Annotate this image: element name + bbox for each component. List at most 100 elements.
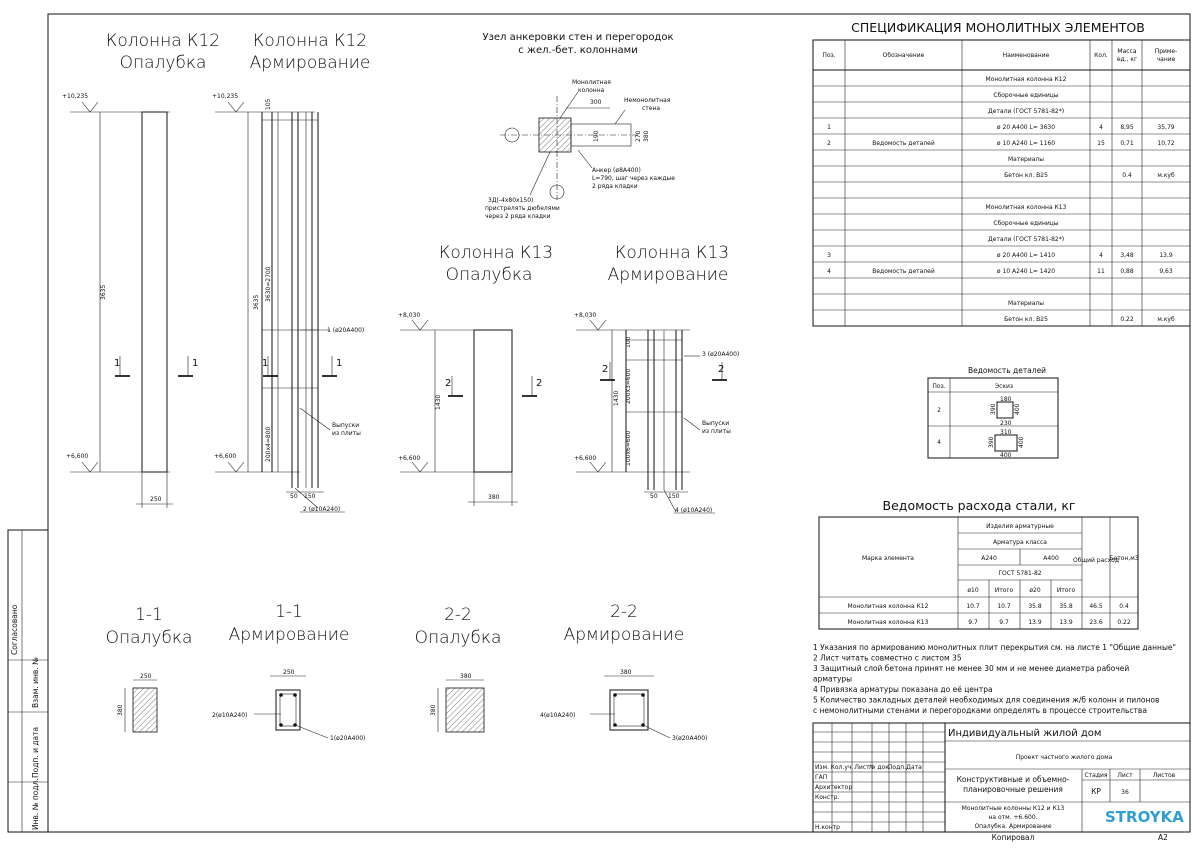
details-title: Ведомость деталей <box>968 366 1046 375</box>
svg-text:STROYKA: STROYKA <box>1105 808 1184 826</box>
svg-text:180: 180 <box>1000 396 1012 403</box>
svg-text:1: 1 <box>192 358 198 369</box>
spec-cell: 0,88 <box>1120 268 1134 275</box>
stamp-sheet: 36 <box>1121 789 1129 796</box>
side-sign-date: Подп. и дата <box>31 727 40 778</box>
note-line: 3 Защитный слой бетона принят не менее 3… <box>813 664 1129 673</box>
spec-header-3: Кол. <box>1094 52 1108 59</box>
k12-formwork-title-2: Опалубка <box>120 53 207 73</box>
steel-cell: 9.7 <box>968 619 978 626</box>
spec-cell: ø 20 A400 L= 1410 <box>997 252 1055 259</box>
note-line: 5 Количество закладных деталей необходим… <box>813 696 1159 705</box>
spec-cell: 13,9 <box>1159 252 1173 259</box>
svg-text:50: 50 <box>650 493 658 500</box>
svg-text:100x6=600: 100x6=600 <box>625 431 632 466</box>
svg-text:310: 310 <box>1000 429 1012 436</box>
svg-text:ГОСТ 5781-82: ГОСТ 5781-82 <box>998 570 1041 577</box>
node-title-2: с жел.-бет. колоннами <box>518 45 637 56</box>
spec-cell: ø 10 A240 L= 1160 <box>997 140 1055 147</box>
svg-text:Армирование: Армирование <box>564 625 685 645</box>
spec-header-2: Наименование <box>1003 52 1050 59</box>
spec-cell: Сборочные единицы <box>993 220 1058 227</box>
svg-text:Изделия арматурные: Изделия арматурные <box>986 523 1054 530</box>
svg-text:2: 2 <box>536 378 542 389</box>
svg-text:Опалубка: Опалубка <box>106 628 193 648</box>
svg-text:200x3=600: 200x3=600 <box>625 369 632 404</box>
spec-title: СПЕЦИФИКАЦИЯ МОНОЛИТНЫХ ЭЛЕМЕНТОВ <box>851 20 1145 35</box>
spec-cell: м.куб <box>1157 316 1175 323</box>
svg-text:Анкер (ø8A400): Анкер (ø8A400) <box>592 167 641 174</box>
stamp-col-header: Изм. <box>815 764 829 771</box>
stamp-role: ГАП <box>815 774 827 781</box>
k12-lvl-top: +10,235 <box>62 93 88 100</box>
svg-text:230: 230 <box>1000 420 1012 427</box>
spec-cell: Ведомость деталей <box>872 268 935 275</box>
stamp-col-header: № док. <box>869 764 891 771</box>
svg-text:Лист: Лист <box>1117 772 1133 779</box>
sheet-frame <box>47 13 1191 833</box>
k12-formwork-view: Колонна К12 Опалубка +10,235 +6,600 3635… <box>62 31 220 508</box>
svg-text:ø20: ø20 <box>1029 587 1040 594</box>
svg-text:A400: A400 <box>1043 555 1059 562</box>
note-line: 1 Указания по армированию монолитных пли… <box>813 643 1176 652</box>
spec-cell: Монолитная колонна К13 <box>986 204 1067 211</box>
svg-text:390: 390 <box>990 403 997 415</box>
spec-cell: Сборочные единицы <box>993 92 1058 99</box>
svg-text:2 ряда кладки: 2 ряда кладки <box>592 183 638 190</box>
steel-cell: 13.9 <box>1059 619 1073 626</box>
spec-header-5: чание <box>1157 56 1176 63</box>
svg-text:3Д(-4х80х150): 3Д(-4х80х150) <box>488 197 533 204</box>
note-line: 4 Привязка арматуры показана до её центр… <box>813 685 993 694</box>
spec-cell: Монолитная колонна К12 <box>986 76 1067 83</box>
svg-text:105: 105 <box>265 98 272 110</box>
svg-text:из плиты: из плиты <box>332 430 361 437</box>
k13-rebar-view: Колонна К13 Армирование +8,030 +6,600 20… <box>574 243 739 514</box>
svg-text:Эскиз: Эскиз <box>995 383 1013 390</box>
spec-cell: Детали (ГОСТ 5781-82*) <box>988 236 1064 243</box>
svg-text:190: 190 <box>593 130 600 142</box>
steel-cell: Монолитная колонна К13 <box>848 619 929 626</box>
svg-text:2-2: 2-2 <box>444 605 472 625</box>
k12-pos2-label: 2 (ø10A240) <box>303 506 340 513</box>
svg-text:+6,600: +6,600 <box>398 455 420 462</box>
svg-text:2: 2 <box>445 378 451 389</box>
steel-cell: 35.8 <box>1059 603 1073 610</box>
svg-text:планировочные решения: планировочные решения <box>963 785 1063 794</box>
svg-text:+6,600: +6,600 <box>214 453 236 460</box>
steel-cell: 0.4 <box>1119 603 1129 610</box>
svg-text:колонна: колонна <box>578 87 605 94</box>
svg-text:2: 2 <box>602 364 608 375</box>
steel-table: Ведомость расхода стали, кг Марка элемен… <box>818 498 1139 630</box>
k13-rebar-title-1: Колонна К13 <box>615 243 729 263</box>
spec-cell: 10,72 <box>1157 140 1174 147</box>
stamp-col-header: Лист <box>854 764 870 771</box>
k12-rebar-title-2: Армирование <box>250 53 371 73</box>
svg-text:390: 390 <box>988 436 995 448</box>
spec-cell: 4 <box>1099 252 1103 259</box>
svg-text:380: 380 <box>460 673 472 680</box>
details-table: Ведомость деталей Поз. Эскиз 2 180 390 4… <box>927 366 1059 459</box>
svg-text:1-1: 1-1 <box>275 602 303 622</box>
stroyka-logo: STROYKA <box>1105 808 1184 826</box>
side-agreed: Согласовано <box>10 604 19 655</box>
spec-cell: 0,71 <box>1120 140 1134 147</box>
spec-cell: 11 <box>1097 268 1105 275</box>
stamp-role: Констр. <box>815 794 839 801</box>
spec-table: СПЕЦИФИКАЦИЯ МОНОЛИТНЫХ ЭЛЕМЕНТОВ Поз.Об… <box>812 20 1191 327</box>
svg-text:4 (ø10A240): 4 (ø10A240) <box>675 507 712 514</box>
steel-cell: Монолитная колонна К12 <box>848 603 929 610</box>
svg-text:Конструктивные и объемно-: Конструктивные и объемно- <box>957 775 1070 784</box>
spec-header-0: Поз. <box>822 52 835 59</box>
spec-cell: Материалы <box>1008 300 1044 307</box>
spec-cell: Ведомость деталей <box>872 140 935 147</box>
svg-text:2-2: 2-2 <box>610 602 638 622</box>
svg-text:Выпуски: Выпуски <box>702 420 729 427</box>
svg-text:3635: 3635 <box>253 295 260 310</box>
svg-text:Итого: Итого <box>995 587 1014 594</box>
svg-text:4(ø10A240): 4(ø10A240) <box>540 712 575 719</box>
svg-text:4: 4 <box>937 439 941 446</box>
svg-text:из плиты: из плиты <box>702 428 731 435</box>
stamp-col-header: Дата <box>906 764 922 771</box>
svg-text:L=790, шаг через каждые: L=790, шаг через каждые <box>592 175 675 182</box>
spec-cell: 1 <box>827 124 831 131</box>
